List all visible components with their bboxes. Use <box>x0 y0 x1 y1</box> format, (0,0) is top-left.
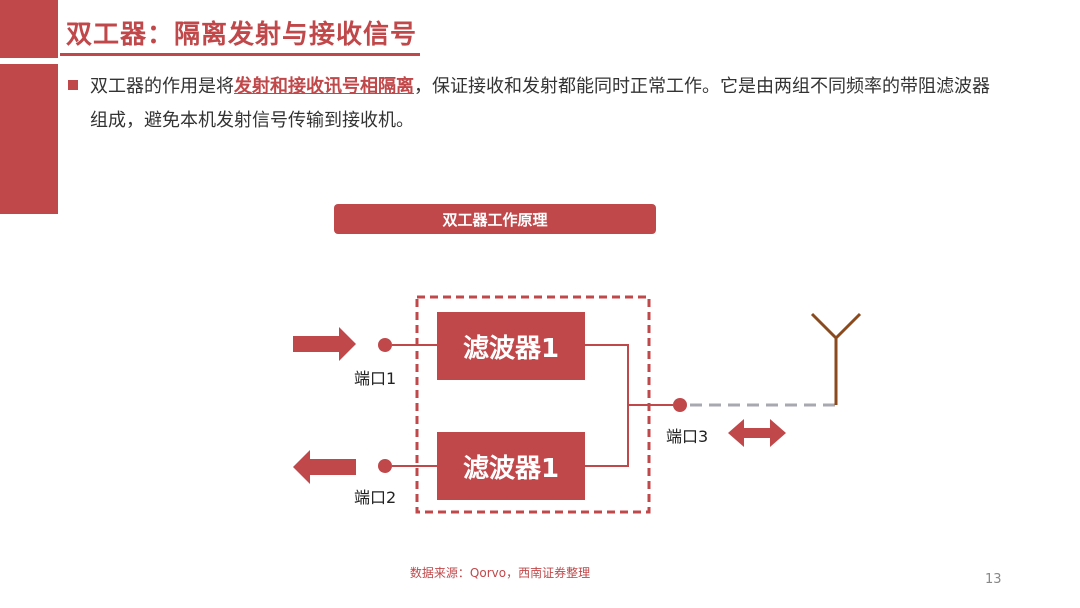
accent-bar-top <box>0 0 58 58</box>
diagram-title: 双工器工作原理 <box>334 204 656 234</box>
filter-join-wire <box>585 344 629 467</box>
port3-dot <box>673 398 687 412</box>
page-number: 13 <box>985 572 1002 587</box>
output-arrow-icon <box>293 450 356 484</box>
antenna-icon <box>810 312 862 405</box>
port1-dot <box>378 338 392 352</box>
title-underline <box>60 53 420 56</box>
filter-bottom-box <box>437 432 585 500</box>
page-title: 双工器：隔离发射与接收信号 <box>66 20 418 50</box>
filter-bottom-label: 滤波器1 <box>463 454 559 484</box>
bidirectional-arrow-icon <box>728 419 786 447</box>
bullet-paragraph: 双工器的作用是将发射和接收讯号相隔离，保证接收和发射都能同时正常工作。它是由两组… <box>90 70 990 138</box>
bullet-highlight: 发射和接收讯号相隔离 <box>234 76 414 97</box>
filter-top-box <box>437 312 585 380</box>
port3-label: 端口3 <box>666 427 708 446</box>
accent-bar-side <box>0 64 58 214</box>
bullet-text-before: 双工器的作用是将 <box>90 76 234 97</box>
port2-dot <box>378 459 392 473</box>
port1-label: 端口1 <box>354 369 396 388</box>
filter-top-label: 滤波器1 <box>463 334 559 364</box>
input-arrow-icon <box>293 327 356 361</box>
port2-label: 端口2 <box>354 488 396 507</box>
bullet-text-after: ，保证接收和发射都能同时正常工作。它是由两组不同频率的带阻滤波器组成，避免本机发… <box>90 76 990 131</box>
bullet-square-icon <box>68 80 78 90</box>
data-source-note: 数据来源：Qorvo，西南证券整理 <box>409 566 591 580</box>
